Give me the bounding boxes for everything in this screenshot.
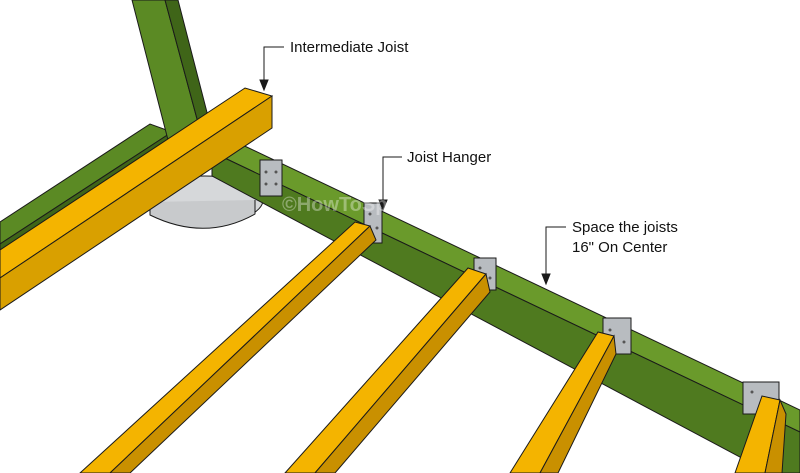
joist-hanger-1 — [259, 159, 283, 197]
arrowhead-hanger — [378, 199, 388, 212]
intermediate-joist — [0, 87, 274, 311]
watermark: ©HowToSpecialist.com — [282, 194, 502, 216]
intermediate-joist-label: Intermediate Joist — [290, 39, 409, 56]
leader-intermediate-joist — [263, 46, 284, 84]
joist-4 — [734, 395, 787, 473]
joist-hanger-label: Joist Hanger — [407, 149, 492, 166]
joist-spacing-line-1: Space the joists — [572, 219, 678, 236]
leader-lines — [259, 46, 566, 286]
joist-spacing-label: Space the joists 16" On Center — [572, 218, 742, 258]
joist-1 — [79, 221, 377, 473]
leader-spacing — [545, 226, 566, 278]
joist-2 — [284, 267, 491, 473]
arrowhead-spacing — [541, 273, 551, 286]
arrowhead-intermediate — [259, 79, 269, 92]
joist-3 — [509, 331, 617, 473]
leader-joist-hanger — [382, 156, 402, 204]
joist-spacing-line-2: 16" On Center — [572, 239, 668, 256]
